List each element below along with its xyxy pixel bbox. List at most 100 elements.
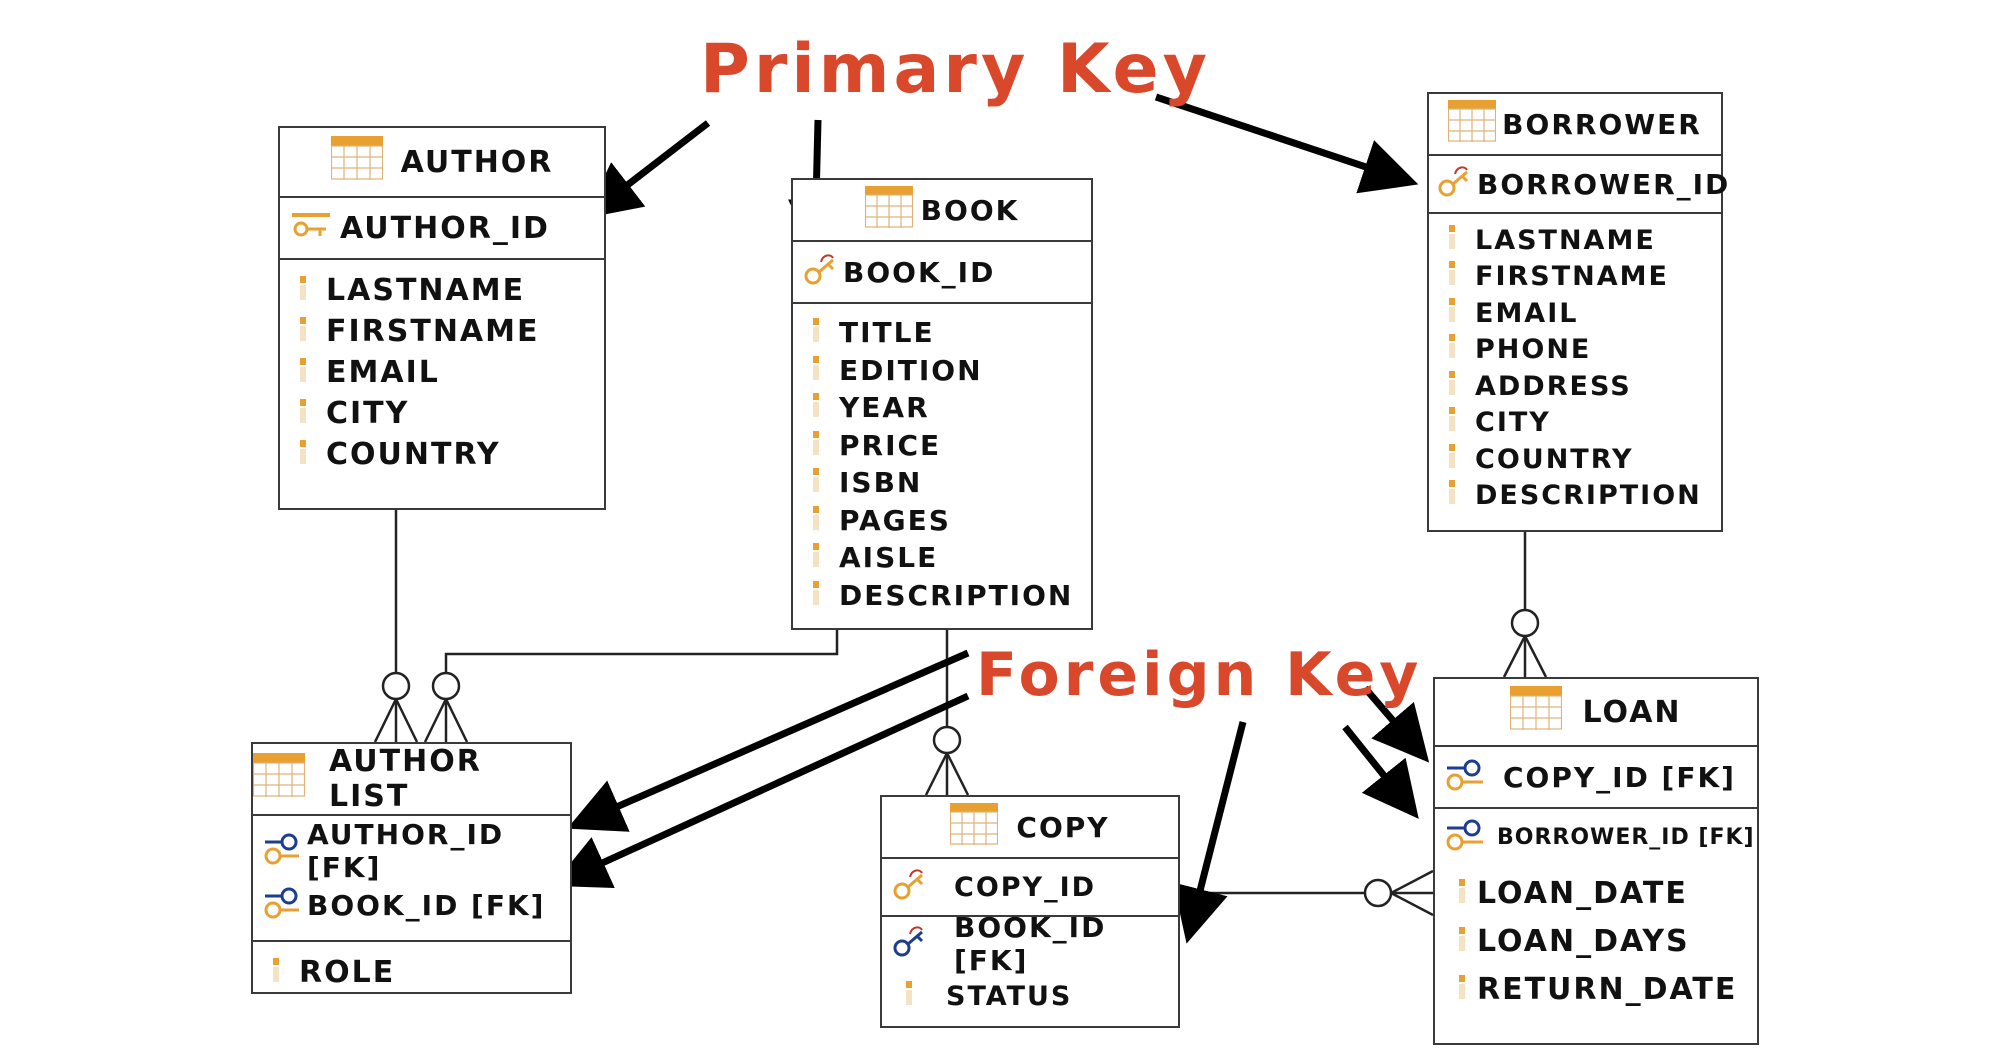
fk-arrow-loan-copy (1362, 685, 1430, 763)
fk-arrow-authorlist-book (552, 692, 970, 889)
attribute-row: LASTNAME (300, 270, 604, 311)
entity-loan: LOAN COPY_ID [FK] BORROWER_ID [FK] LOAN_… (1433, 677, 1759, 1045)
pk-arrow-borrower (1154, 93, 1419, 194)
relation-author-authorlist (373, 510, 419, 743)
table-icon (252, 753, 306, 805)
attribute-row: LOAN_DAYS (1459, 917, 1757, 965)
fk-arrow-copy-book (1173, 721, 1247, 944)
table-icon (864, 185, 913, 235)
foreign-key-label: COPY_ID [FK] (1503, 760, 1736, 794)
attribute-icon (300, 314, 306, 349)
entity-title: COPY (1016, 810, 1110, 844)
entity-book: BOOK BOOK_ID TITLE EDITION YEAR PRICE IS… (791, 178, 1093, 630)
primary-key-icon (292, 209, 330, 247)
primary-key-icon (803, 252, 839, 293)
foreign-key-icon (892, 924, 928, 965)
primary-key-label: BOOK_ID (843, 255, 996, 289)
foreign-key-label: AUTHOR_ID [FK] (307, 818, 505, 884)
fk-arrow-authorlist-author (567, 649, 970, 832)
attribute-row: EMAIL (300, 352, 604, 393)
table-icon (1448, 99, 1497, 149)
foreign-key-arrows (552, 649, 1430, 944)
entity-title: AUTHOR LIST (329, 744, 482, 814)
fk-arrow-loan-borrower (1342, 724, 1419, 819)
attribute-row: PHONE (1449, 332, 1721, 369)
attribute-row: YEAR (813, 389, 1091, 427)
pk-arrow-author (583, 120, 711, 219)
attribute-icon (1449, 407, 1455, 438)
attribute-icon (300, 437, 306, 472)
attribute-icon (1449, 480, 1455, 511)
attribute-icon (1449, 261, 1455, 292)
primary-key-row: COPY_ID (882, 859, 1178, 917)
table-icon (330, 136, 383, 188)
attribute-row: TITLE (813, 314, 1091, 352)
attribute-icon (813, 429, 819, 462)
attribute-row: EMAIL (1449, 295, 1721, 332)
foreign-key-label: BOOK_ID [FK] (307, 888, 546, 922)
attribute-row: PRICE (813, 427, 1091, 465)
foreign-key-row: BOOK_ID [FK] (882, 911, 1178, 977)
attribute-icon (813, 391, 819, 424)
entity-header: LOAN (1435, 679, 1757, 747)
attribute-icon (1459, 924, 1465, 959)
attribute-row: ADDRESS (1449, 368, 1721, 405)
attribute-row: ISBN (813, 464, 1091, 502)
primary-key-label: AUTHOR_ID (340, 210, 550, 246)
attribute-row: FIRSTNAME (300, 311, 604, 352)
attribute-row: DESCRIPTION (1449, 478, 1721, 515)
attribute-icon (813, 316, 819, 349)
entity-header: AUTHOR (280, 128, 604, 198)
foreign-key-block: AUTHOR_ID [FK] BOOK_ID [FK] (253, 816, 570, 942)
entity-header: BOOK (793, 180, 1091, 242)
attribute-icon (813, 579, 819, 612)
attribute-icon (1449, 370, 1455, 402)
foreign-key-icon (1445, 816, 1485, 858)
relation-book-copy (924, 630, 970, 796)
entity-copy: COPY COPY_ID BOOK_ID [FK] STATUS (880, 795, 1180, 1028)
foreign-key-icon (263, 830, 301, 873)
foreign-key-row: BOOK_ID [FK] (253, 878, 570, 932)
attribute-icon (906, 980, 912, 1012)
table-icon (1510, 686, 1563, 738)
attribute-icon (1449, 334, 1455, 365)
attribute-row: COUNTRY (300, 434, 604, 475)
entity-title: BORROWER (1502, 107, 1702, 141)
attribute-row: COUNTRY (1449, 441, 1721, 478)
foreign-key-label: BORROWER_ID [FK] (1497, 824, 1755, 850)
attribute-row: AISLE (813, 539, 1091, 577)
attribute-icon (813, 354, 819, 387)
relation-borrower-loan (1502, 532, 1548, 678)
attribute-icon (300, 273, 306, 308)
attribute-icon (1459, 876, 1465, 911)
foreign-key-row: COPY_ID [FK] (1435, 747, 1757, 809)
attribute-icon (1449, 443, 1455, 475)
attribute-icon (1459, 972, 1465, 1007)
attribute-icon (1449, 224, 1455, 256)
entity-header: BORROWER (1429, 94, 1721, 156)
attribute-icon (1449, 297, 1455, 329)
attribute-row: ROLE (273, 950, 570, 994)
primary-key-callout: Primary Key (700, 30, 1211, 109)
attribute-icon (273, 955, 279, 990)
attribute-icon (300, 396, 306, 431)
entity-title: BOOK (920, 193, 1020, 227)
attribute-row: LOAN_DATE (1459, 869, 1757, 917)
primary-key-label: BORROWER_ID (1477, 167, 1731, 201)
entity-author-list: AUTHOR LIST AUTHOR_ID [FK] BOOK_ID [FK] … (251, 742, 572, 994)
foreign-key-icon (263, 884, 301, 927)
entity-title: LOAN (1582, 694, 1682, 730)
foreign-key-icon (1445, 756, 1485, 799)
primary-key-label: COPY_ID (954, 871, 1097, 903)
foreign-key-label: BOOK_ID [FK] (954, 911, 1107, 977)
primary-key-row: BORROWER_ID (1429, 156, 1728, 214)
table-icon (950, 802, 999, 852)
attribute-row: FIRSTNAME (1449, 259, 1721, 296)
attribute-row: CITY (1449, 405, 1721, 442)
foreign-key-row: BORROWER_ID [FK] (1435, 809, 1757, 865)
primary-key-icon (892, 867, 928, 908)
primary-key-row: BOOK_ID (793, 242, 1091, 304)
attribute-row: EDITION (813, 352, 1091, 390)
foreign-key-callout: Foreign Key (976, 640, 1423, 710)
